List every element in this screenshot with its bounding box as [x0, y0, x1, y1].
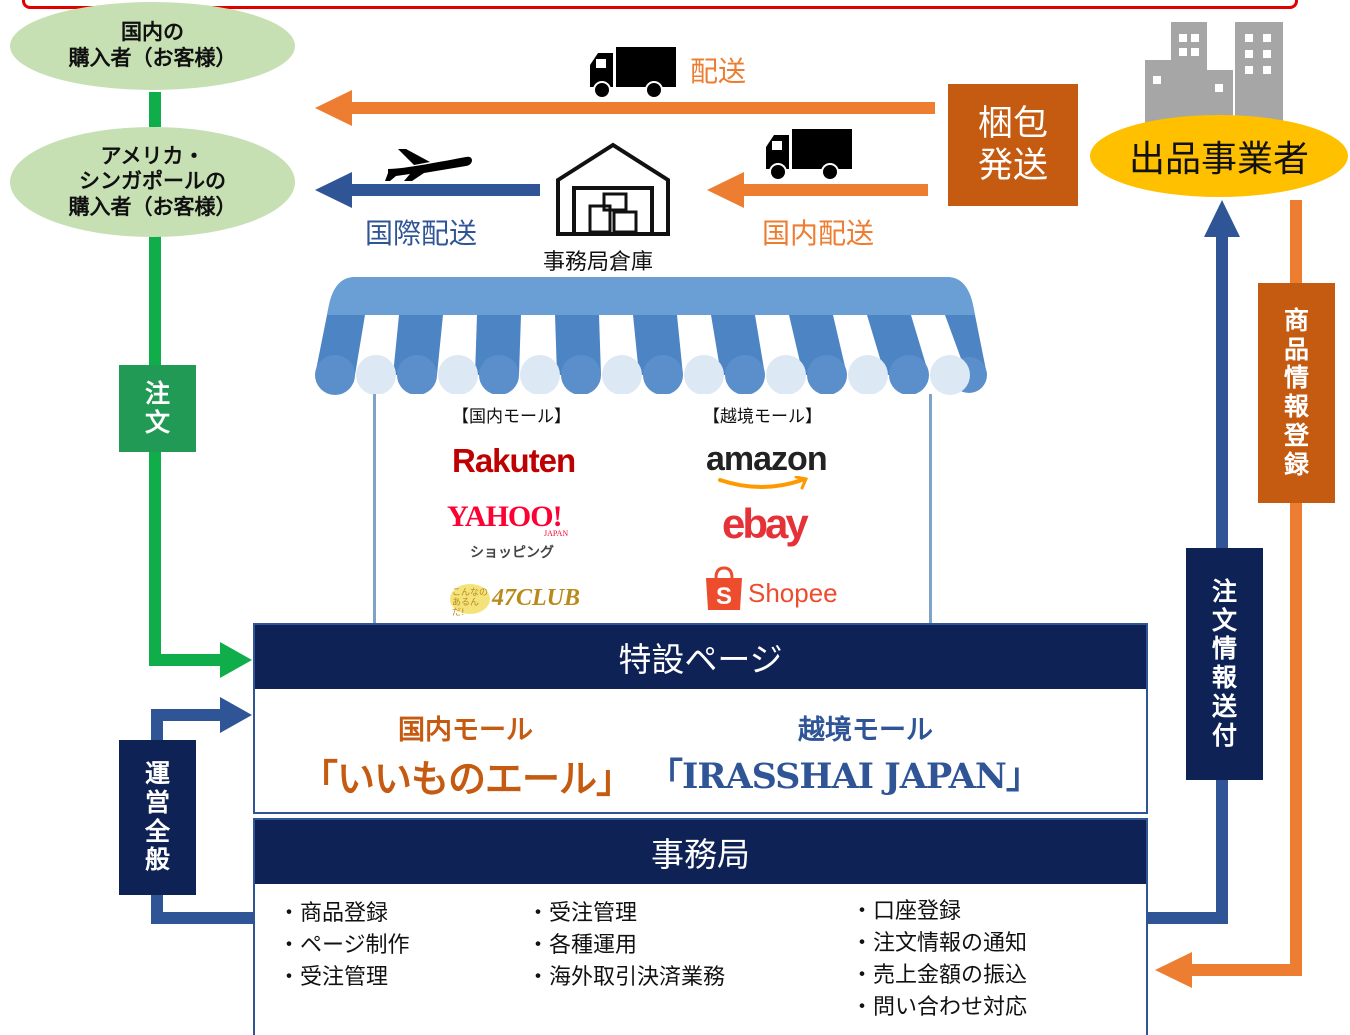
overseas-buyer-line2: シンガポールの: [79, 169, 226, 194]
shopee-logo[interactable]: S Shopee: [704, 566, 864, 616]
order-info-char: 付: [1211, 720, 1237, 750]
seller-label: 出品事業者: [1128, 139, 1309, 180]
overseas-buyer-line1: アメリカ・: [100, 143, 205, 168]
domestic-buyer-line2: 購入者（お客様）: [68, 46, 237, 70]
overseas-buyer: アメリカ・ シンガポールの 購入者（お客様）: [10, 127, 295, 237]
order-info-char: 文: [1211, 605, 1237, 635]
operations-char: 運: [144, 759, 170, 788]
ebay-logo[interactable]: ebay: [722, 500, 842, 552]
truck-icon: [590, 47, 676, 99]
top-frame-border: [22, 0, 1298, 9]
operations-label: 運 営 全 般: [119, 740, 196, 895]
ebay-logo-text: ebay: [722, 500, 809, 547]
ship-label: 発送: [977, 146, 1048, 186]
47club-badge: [450, 584, 490, 614]
order-info-char: 送: [1211, 691, 1237, 721]
warehouse-label: 事務局倉庫: [543, 250, 654, 275]
seller-ellipse: 出品事業者: [1090, 115, 1348, 197]
pack-ship-box: 梱包 発送: [948, 84, 1078, 206]
pack-label: 梱包: [977, 104, 1048, 144]
amazon-smile-icon: [718, 476, 809, 490]
task-item: ・売上金額の振込: [851, 963, 1028, 988]
order-char: 文: [144, 407, 170, 437]
task-item: ・受注管理: [278, 965, 389, 990]
yahoo-shopping-caption: ショッピング: [470, 545, 554, 561]
order-label: 注 文: [119, 365, 196, 452]
task-item: ・海外取引決済業務: [527, 965, 726, 990]
iimono-yell-name: 「いいものエール」: [300, 757, 634, 801]
cross-border-mall-sub: 越境モール: [798, 715, 933, 746]
secretariat-tasks-col3: ・口座登録 ・注文情報の通知 ・売上金額の振込 ・問い合わせ対応: [851, 896, 1027, 1024]
shopee-logo-text: Shopee: [748, 578, 838, 608]
task-item: ・注文情報の通知: [851, 931, 1028, 956]
task-item: ・口座登録: [851, 899, 962, 924]
airplane-icon: [385, 149, 472, 181]
secretariat-title: 事務局: [255, 820, 1146, 884]
product-info-char: 登: [1283, 420, 1309, 450]
domestic-mall-sub: 国内モール: [398, 715, 533, 746]
amazon-logo[interactable]: amazon: [706, 440, 846, 492]
cross-border-mall-header: 【越境モール】: [703, 407, 822, 427]
order-info-char: 情: [1211, 634, 1237, 664]
order-info-char: 注: [1211, 576, 1237, 606]
47club-logo[interactable]: こんなのあるんだ! 47CLUB: [450, 582, 590, 618]
secretariat-tasks-col1: ・商品登録 ・ページ制作 ・受注管理: [278, 898, 410, 994]
secretariat-tasks-col2: ・受注管理 ・各種運用 ・海外取引決済業務: [527, 898, 725, 994]
domestic-mall-header: 【国内モール】: [452, 407, 571, 427]
irasshai-japan-name: 「IRASSHAI JAPAN」: [648, 756, 1041, 797]
yahoo-japan-text: JAPAN: [544, 529, 569, 538]
rakuten-logo[interactable]: Rakuten: [452, 442, 576, 479]
operations-char: 般: [144, 845, 170, 875]
product-info-char: 録: [1283, 449, 1309, 479]
special-page-title: 特設ページ: [255, 625, 1146, 689]
task-item: ・問い合わせ対応: [851, 995, 1028, 1020]
product-info-label: 商 品 情 報 登 録: [1258, 283, 1335, 503]
order-info-char: 報: [1211, 663, 1237, 692]
shopee-bag-icon: S: [706, 566, 742, 610]
order-info-label: 注 文 情 報 送 付: [1186, 548, 1263, 780]
yahoo-logo-text: YAHOO!: [447, 500, 563, 533]
47club-text: 47CLUB: [492, 585, 581, 611]
warehouse-icon: [556, 142, 670, 236]
product-info-char: 報: [1283, 392, 1309, 421]
product-info-char: 品: [1283, 334, 1309, 364]
order-char: 注: [144, 378, 170, 408]
product-info-char: 商: [1283, 305, 1309, 335]
task-item: ・ページ制作: [278, 933, 410, 958]
task-item: ・受注管理: [527, 901, 638, 926]
product-info-char: 情: [1283, 363, 1309, 393]
operations-char: 全: [144, 816, 170, 846]
international-shipping-label: 国際配送: [365, 217, 478, 250]
operations-char: 営: [144, 787, 170, 817]
svg-text:S: S: [716, 583, 732, 610]
amazon-logo-text: amazon: [706, 440, 828, 478]
yahoo-shopping-logo[interactable]: YAHOO! JAPAN ショッピング: [447, 500, 587, 562]
task-item: ・商品登録: [278, 901, 389, 926]
domestic-shipping-label: 国内配送: [762, 217, 875, 250]
truck-icon: [766, 129, 852, 181]
domestic-buyer: 国内の 購入者（お客様）: [10, 2, 295, 90]
task-item: ・各種運用: [527, 933, 638, 958]
domestic-buyer-line1: 国内の: [121, 20, 184, 45]
overseas-buyer-line3: 購入者（お客様）: [68, 194, 237, 219]
delivery-label: 配送: [690, 55, 747, 88]
47club-caption: こんなのあるんだ!: [452, 588, 489, 618]
store-awning: [315, 277, 987, 395]
